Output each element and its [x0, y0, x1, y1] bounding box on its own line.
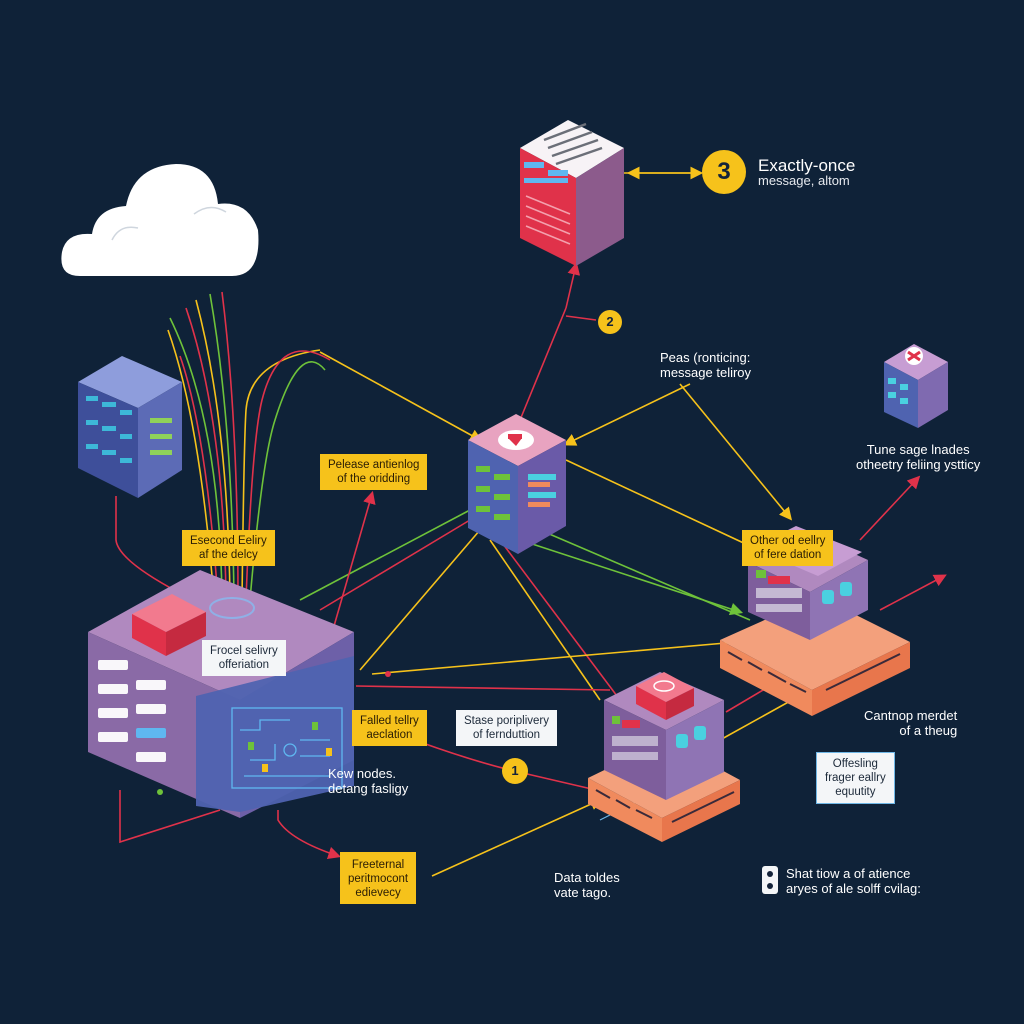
bottom-server-icon — [588, 672, 740, 842]
box-pelease-line2: of the oridding — [337, 473, 411, 485]
step-badge-1: 1 — [502, 758, 528, 784]
label-exactly-once-title: Exactly-once — [758, 156, 856, 175]
box-frocel-line1: Frocel selivry — [210, 645, 278, 657]
label-cantnop: Cantnop merdet of a theug — [864, 708, 957, 738]
label-tune: Tune sage lnades otheetry feliing ysttic… — [856, 442, 980, 472]
box-other-line2: of fere dation — [754, 549, 822, 561]
box-stase: Stase poriplivery of fernduttion — [456, 710, 558, 746]
box-stase-line2: of fernduttion — [472, 729, 541, 741]
legend-icon — [762, 866, 778, 894]
connection-lines — [115, 166, 947, 877]
box-frocel-line2: offeriation — [218, 659, 270, 671]
box-stase-line1: Stase poriplivery — [464, 715, 550, 727]
document-server-icon — [520, 120, 624, 266]
small-cube-icon — [884, 344, 948, 428]
box-other-line1: Other od eellry — [750, 535, 826, 547]
label-shat-title: Shat tiow a of atience — [786, 866, 911, 881]
box-offesling-line3: equutity — [835, 786, 876, 798]
box-other: Other od eellry of fere dation — [742, 530, 834, 566]
box-freeternal-line2: peritmocont — [348, 873, 409, 885]
step-badge-2: 2 — [598, 310, 622, 334]
label-kew-nodes: Kew nodes. detang fasligy — [328, 766, 408, 796]
box-freeternal-line3: edievecy — [355, 887, 401, 899]
label-tune-sub: otheetry feliing ystticy — [856, 457, 981, 472]
label-data-toldes-sub: vate tago. — [554, 885, 612, 900]
label-cantnop-sub: of a theug — [899, 723, 958, 738]
label-kew-nodes-title: Kew nodes. — [328, 766, 396, 781]
label-tune-title: Tune sage lnades — [866, 442, 970, 457]
label-data-toldes-title: Data toldes — [554, 870, 620, 885]
primary-server-icon — [88, 570, 354, 818]
box-failed: Falled tellry aeclation — [352, 710, 427, 746]
label-peas-sub: message teliroy — [660, 365, 752, 380]
box-freeternal-line1: Freeternal — [351, 859, 405, 871]
box-offesling-line1: Offesling — [832, 758, 878, 770]
label-shat-sub: aryes of ale solff cvilag: — [786, 881, 921, 896]
step-badge-3: 3 — [702, 150, 746, 194]
label-peas-title: Peas (ronticing: — [660, 350, 751, 365]
box-offesling-line2: frager eallry — [825, 772, 886, 784]
server-rack-icon — [78, 356, 182, 498]
label-exactly-once-sub: message, altom — [758, 173, 850, 188]
central-broker-icon — [468, 414, 566, 554]
label-cantnop-title: Cantnop merdet — [864, 708, 958, 723]
right-server-icon — [720, 526, 910, 716]
box-esecond-line2: af the delcy — [198, 549, 258, 561]
box-frocel: Frocel selivry offeriation — [202, 640, 286, 676]
label-peas: Peas (ronticing: message teliroy — [660, 350, 751, 380]
cloud-icon — [61, 164, 259, 276]
box-esecond: Esecond Eeliry af the delcy — [182, 530, 275, 566]
label-exactly-once: Exactly-once message, altom — [758, 156, 856, 188]
box-failed-line1: Falled tellry — [360, 715, 419, 727]
box-failed-line2: aeclation — [366, 729, 413, 741]
box-freeternal: Freeternal peritmocont edievecy — [340, 852, 417, 904]
box-offesling: Offesling frager eallry equutity — [816, 752, 895, 804]
label-data-toldes: Data toldes vate tago. — [554, 870, 620, 900]
box-pelease: Pelease antienlog of the oridding — [320, 454, 428, 490]
box-esecond-line1: Esecond Eeliry — [190, 535, 267, 547]
label-kew-nodes-sub: detang fasligy — [328, 781, 409, 796]
box-pelease-line1: Pelease antienlog — [328, 459, 420, 471]
label-shat: Shat tiow a of atience aryes of ale solf… — [786, 866, 921, 896]
